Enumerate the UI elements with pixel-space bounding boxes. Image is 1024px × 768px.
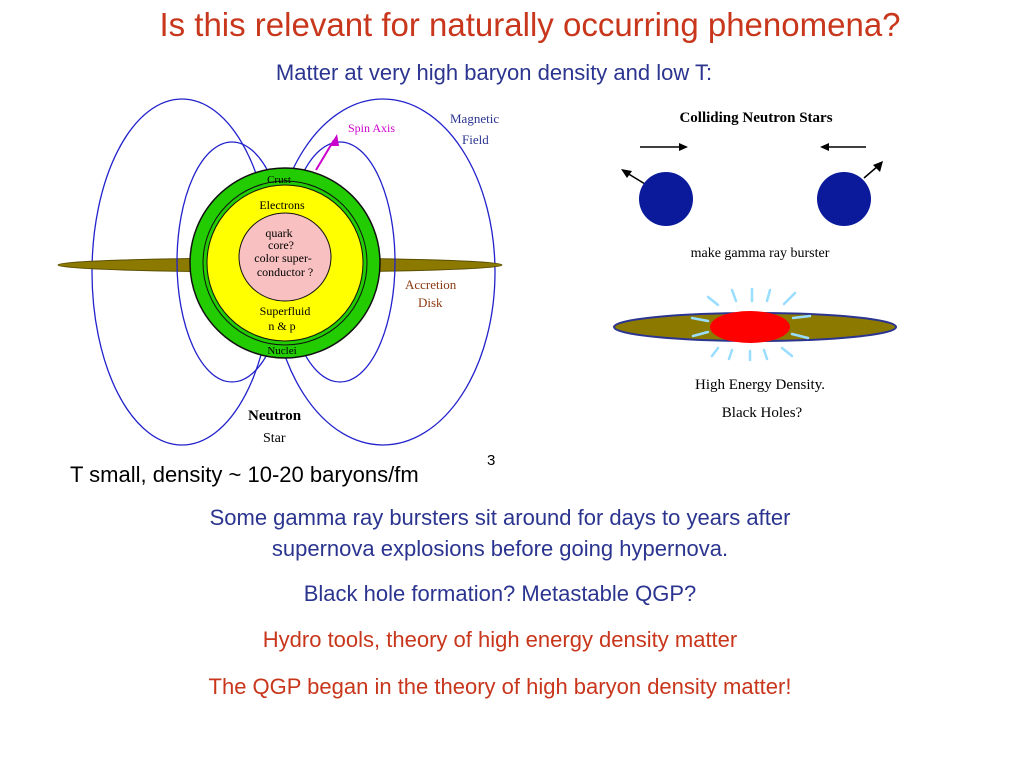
slide-title: Is this relevant for naturally occurring…	[159, 6, 901, 43]
spin-arrow-left-head	[621, 169, 632, 178]
arrow-left-head	[820, 143, 829, 151]
nuclei-label: Nuclei	[267, 345, 296, 357]
burst-core	[710, 311, 790, 343]
core-label-2: core?	[268, 238, 294, 252]
density-exponent: 3	[487, 452, 496, 469]
spin-arrow-left	[626, 172, 646, 185]
slide-subtitle: Matter at very high baryon density and l…	[275, 60, 713, 85]
qgp-origin-text: The QGP began in the theory of high bary…	[208, 674, 792, 699]
neutron-label: Neutron	[248, 408, 302, 424]
disk-label: Disk	[418, 295, 443, 310]
hydro-tools-text: Hydro tools, theory of high energy densi…	[262, 627, 738, 652]
collision-caption-1: make gamma ray burster	[691, 246, 830, 261]
core-label-4: conductor ?	[257, 265, 313, 279]
collision-title: Colliding Neutron Stars	[679, 110, 832, 126]
crust-label: Crust	[267, 174, 291, 186]
black-hole-question: Black hole formation? Metastable QGP?	[303, 581, 697, 606]
spin-axis-label: Spin Axis	[348, 121, 395, 135]
spin-arrow-right	[863, 165, 879, 179]
superfluid-label-2: n & p	[268, 319, 295, 333]
gamma-ray-text-line2: supernova explosions before going hypern…	[271, 536, 729, 561]
spin-arrow-right-head	[873, 161, 883, 172]
electrons-label: Electrons	[259, 198, 305, 212]
burst-rays	[690, 287, 812, 362]
neutron-star-diagram: Spin Axis Magnetic Field Crust Electrons…	[57, 98, 503, 446]
gamma-ray-text-line1: Some gamma ray bursters sit around for d…	[209, 505, 791, 530]
collision-caption-3: Black Holes?	[722, 405, 803, 421]
accretion-label: Accretion	[405, 277, 457, 292]
core-label-1: quark	[265, 226, 292, 240]
collision-caption-2: High Energy Density.	[695, 377, 825, 393]
nuclei-boundary	[202, 180, 368, 346]
core-label-3: color super-	[254, 251, 311, 265]
spin-axis-arrowhead	[330, 134, 339, 146]
quark-core	[238, 212, 332, 302]
arrow-right-head	[679, 143, 688, 151]
density-statement: T small, density ~ 10-20 baryons/fm	[70, 462, 419, 487]
neutron-star-left	[639, 172, 693, 226]
magnetic-label: Magnetic	[450, 111, 499, 126]
neutron-star-right	[817, 172, 871, 226]
field-label: Field	[462, 132, 489, 147]
superfluid-label-1: Superfluid	[260, 304, 311, 318]
collision-diagram: Colliding Neutron Stars make gamma ray b…	[613, 110, 897, 421]
star-label: Star	[263, 431, 286, 446]
